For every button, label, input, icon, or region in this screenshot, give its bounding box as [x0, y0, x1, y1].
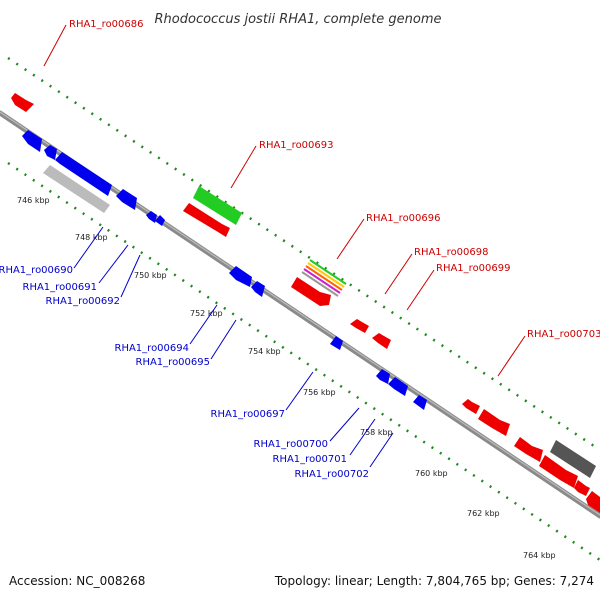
gene-label-ro00690[interactable]: RHA1_ro00690	[0, 265, 73, 276]
gene-label-ro00699[interactable]: RHA1_ro00699	[436, 263, 511, 274]
forward-genes	[11, 93, 600, 513]
gene-ro00690b[interactable]	[44, 145, 57, 160]
gene-label-ro00693[interactable]: RHA1_ro00693	[259, 140, 334, 151]
gene-ro00693[interactable]	[183, 203, 230, 237]
leader-line	[336, 218, 365, 260]
gene-ro00703d[interactable]	[539, 455, 578, 488]
kbp-label: 758 kbp	[360, 428, 393, 437]
gene-ro00703b[interactable]	[478, 409, 510, 436]
gene-label-ro00692[interactable]: RHA1_ro00692	[46, 296, 121, 307]
gene-label-ro00695[interactable]: RHA1_ro00695	[136, 357, 211, 368]
gene-label-ro00691[interactable]: RHA1_ro00691	[23, 282, 98, 293]
gene-ro00695[interactable]	[251, 281, 265, 297]
gene-label-ro00694[interactable]: RHA1_ro00694	[115, 343, 190, 354]
gene-ro00697[interactable]	[330, 336, 343, 350]
kbp-label: 752 kbp	[190, 309, 223, 318]
kbp-label: 760 kbp	[415, 469, 448, 478]
gene-ro00703c[interactable]	[514, 437, 543, 462]
gene-label-ro00686[interactable]: RHA1_ro00686	[69, 19, 144, 30]
gene-ro00700[interactable]	[376, 369, 390, 384]
gene-ro00698[interactable]	[350, 319, 369, 333]
gene-ro00699[interactable]	[372, 333, 391, 349]
gene-ro00692[interactable]	[116, 189, 137, 210]
gene-label-ro00703[interactable]: RHA1_ro00703	[527, 329, 600, 340]
annot-stripe-orange	[305, 265, 343, 291]
annot-stripe-gray	[301, 271, 339, 297]
annot-stripe-green	[309, 259, 347, 285]
gene-ro00703e[interactable]	[574, 480, 590, 496]
gene-ro00693-annot[interactable]	[193, 186, 242, 225]
leader-line	[230, 145, 257, 189]
kbp-label: 746 kbp	[17, 196, 50, 205]
gene-ro00694[interactable]	[229, 266, 252, 287]
kbp-label: 750 kbp	[134, 271, 167, 280]
kbp-label: 764 kbp	[523, 551, 556, 560]
gene-label-ro00700[interactable]: RHA1_ro00700	[254, 439, 329, 450]
leader-line	[285, 371, 314, 411]
leader-line	[369, 432, 394, 468]
accession-text: Accession: NC_008268	[9, 574, 145, 588]
gene-ro00692c[interactable]	[155, 215, 165, 226]
gene-ro00696[interactable]	[291, 277, 331, 306]
kbp-label: 754 kbp	[248, 347, 281, 356]
gene-ro00701[interactable]	[388, 377, 408, 396]
gene-ro00692-gray[interactable]	[43, 165, 110, 213]
leader-line	[43, 24, 67, 67]
gene-ro00703f[interactable]	[586, 491, 600, 513]
leader-line	[189, 304, 218, 345]
leader-line	[210, 319, 237, 360]
gene-ro00686[interactable]	[11, 93, 34, 112]
leader-line	[384, 253, 413, 295]
annot-stripe-magenta	[303, 268, 341, 294]
topology-text: Topology: linear; Length: 7,804,765 bp; …	[274, 574, 594, 588]
reverse-genes	[22, 130, 427, 410]
gene-ro00691[interactable]	[55, 152, 112, 196]
gene-label-ro00702[interactable]: RHA1_ro00702	[295, 469, 370, 480]
leader-line	[120, 254, 141, 298]
kbp-scale-labels: 746 kbp 748 kbp 750 kbp 752 kbp 754 kbp …	[17, 196, 556, 560]
kbp-label: 748 kbp	[75, 233, 108, 242]
gene-label-ro00697[interactable]: RHA1_ro00697	[211, 409, 286, 420]
forward-label-group: RHA1_ro00686 RHA1_ro00693 RHA1_ro00696 R…	[43, 19, 600, 377]
leader-line	[73, 226, 104, 269]
leader-line	[349, 418, 376, 456]
map-title: Rhodococcus jostii RHA1, complete genome	[155, 12, 442, 27]
gene-ro00703a[interactable]	[462, 399, 480, 414]
gene-label-ro00701[interactable]: RHA1_ro00701	[273, 454, 348, 465]
gene-ro00692b[interactable]	[146, 211, 157, 223]
gene-ro00702[interactable]	[413, 395, 427, 410]
kbp-label: 762 kbp	[467, 509, 500, 518]
kbp-label: 756 kbp	[303, 388, 336, 397]
gene-ro00690a[interactable]	[22, 130, 42, 152]
gene-label-ro00696[interactable]: RHA1_ro00696	[366, 213, 441, 224]
upper-scale-line	[7, 56, 600, 452]
leader-line	[98, 244, 129, 284]
gene-dark-gray[interactable]	[550, 440, 596, 478]
annotation-genes	[193, 186, 596, 478]
reverse-label-group: RHA1_ro00690 RHA1_ro00691 RHA1_ro00692 R…	[0, 226, 394, 480]
leader-line	[497, 335, 526, 377]
leader-line	[329, 407, 360, 442]
annot-stripe-yellow	[307, 262, 345, 288]
gene-label-ro00698[interactable]: RHA1_ro00698	[414, 247, 489, 258]
leader-line	[406, 269, 435, 311]
lower-scale-line	[7, 161, 600, 562]
